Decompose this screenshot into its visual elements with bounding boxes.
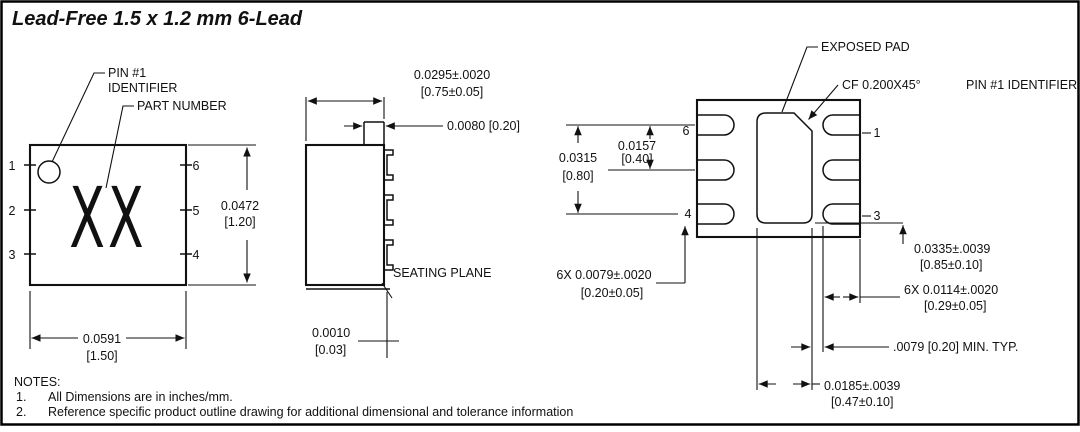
top-view: XX 1 2 3 6 5 4 PIN #1 IDENTIFIER PART NU… xyxy=(9,66,260,363)
exposed-pad-label: EXPOSED PAD xyxy=(821,40,910,54)
pin-number: 1 xyxy=(9,159,16,173)
package-body-top xyxy=(28,143,188,287)
body-length-in: 0.0591 xyxy=(83,332,121,346)
package-height-mm: [0.75±0.05] xyxy=(421,85,483,99)
clearance-dim: .0079 [0.20] MIN. TYP. xyxy=(893,340,1018,354)
pin1-label-line2: IDENTIFIER xyxy=(108,81,177,95)
standoff-mm: [0.03] xyxy=(315,343,346,357)
lead-length-mm: [0.29±0.05] xyxy=(924,299,986,313)
standoff-dimension-lines xyxy=(358,292,399,358)
pin-label-1: 1 xyxy=(874,126,881,140)
side-view: 0.0295±.0020 [0.75±0.05] 0.0080 [0.20] S… xyxy=(304,68,520,358)
body-length-dimension-lines xyxy=(29,291,187,349)
notes-heading: NOTES: xyxy=(14,375,61,389)
standoff-in: 0.0010 xyxy=(312,326,350,340)
package-height-dimension-lines xyxy=(305,97,385,141)
pad-length-mm: [0.85±0.10] xyxy=(920,258,982,272)
pad-width-mm: [0.47±0.10] xyxy=(831,395,893,409)
exposed-pad xyxy=(756,112,813,224)
side-lead-profiles xyxy=(384,149,394,271)
package-body-side xyxy=(304,143,386,287)
pin-number: 2 xyxy=(9,204,16,218)
pad-length-dimension-lines xyxy=(815,222,907,244)
pin1-identifier-label: PIN #1 IDENTIFIER xyxy=(966,78,1077,92)
pin-label-3: 3 xyxy=(874,209,881,223)
package-body-bottom xyxy=(695,98,862,239)
pin-number: 5 xyxy=(193,204,200,218)
body-width-dimension-lines xyxy=(188,144,256,286)
lead-length-in: 6X 0.0114±.0020 xyxy=(904,283,998,297)
pin-number: 4 xyxy=(193,248,200,262)
clearance-dimension-lines xyxy=(791,228,889,390)
pin-number: 6 xyxy=(193,159,200,173)
extension-lines xyxy=(566,124,871,217)
pad-length-in: 0.0335±.0039 xyxy=(914,242,990,256)
page-title: Lead-Free 1.5 x 1.2 mm 6-Lead xyxy=(12,8,303,30)
pitch-in: 0.0157 xyxy=(618,139,656,153)
chamfer-leader-line xyxy=(808,84,839,120)
pad-width-dimension-lines xyxy=(756,228,820,390)
part-number-marking: XX xyxy=(69,170,147,267)
pitch-mm: [0.40] xyxy=(621,152,652,166)
top-terminal-tab xyxy=(363,121,385,145)
exposed-pad-leader-line xyxy=(781,46,818,113)
notes: NOTES: 1. All Dimensions are in inches/m… xyxy=(14,375,573,419)
seating-plane-slash xyxy=(381,282,393,299)
lead-width-dimension-lines xyxy=(656,226,689,284)
span-in: 0.0315 xyxy=(559,151,597,165)
part-number-leader-line xyxy=(105,105,134,189)
pin-label-6: 6 xyxy=(683,124,690,138)
seating-plane-label: SEATING PLANE xyxy=(393,266,491,280)
span-mm: [0.80] xyxy=(562,169,593,183)
pad-width-in: 0.0185±.0039 xyxy=(824,379,900,393)
terminals xyxy=(697,114,860,225)
note-2-number: 2. xyxy=(16,405,26,419)
lead-top-dim: 0.0080 [0.20] xyxy=(447,119,520,133)
lead-ticks xyxy=(24,164,192,255)
body-length-mm: [1.50] xyxy=(86,349,117,363)
body-width-in: 0.0472 xyxy=(221,199,259,213)
pin-label-4: 4 xyxy=(685,207,692,221)
package-height-in: 0.0295±.0020 xyxy=(414,68,490,82)
note-1-number: 1. xyxy=(16,390,26,404)
pin1-leader-line xyxy=(51,72,105,163)
pin1-label-line1: PIN #1 xyxy=(108,66,146,80)
part-number-label: PART NUMBER xyxy=(137,99,227,113)
note-1-text: All Dimensions are in inches/mm. xyxy=(48,390,233,404)
body-width-mm: [1.20] xyxy=(224,215,255,229)
pin-numbers-top-view: 1 2 3 6 5 4 xyxy=(9,159,200,262)
lead-width-mm: [0.20±0.05] xyxy=(581,286,643,300)
pin1-identifier-dot xyxy=(37,160,61,184)
lead-length-dimension-lines xyxy=(822,226,900,352)
note-2-text: Reference specific product outline drawi… xyxy=(48,405,573,419)
lead-width-in: 6X 0.0079±.0020 xyxy=(556,268,651,282)
bottom-view: 6 4 1 3 0.0157 [0.40] 0.0315 [0.80] xyxy=(556,40,1077,409)
pin-number: 3 xyxy=(9,248,16,262)
chamfer-label: CF 0.200X45° xyxy=(842,78,921,92)
